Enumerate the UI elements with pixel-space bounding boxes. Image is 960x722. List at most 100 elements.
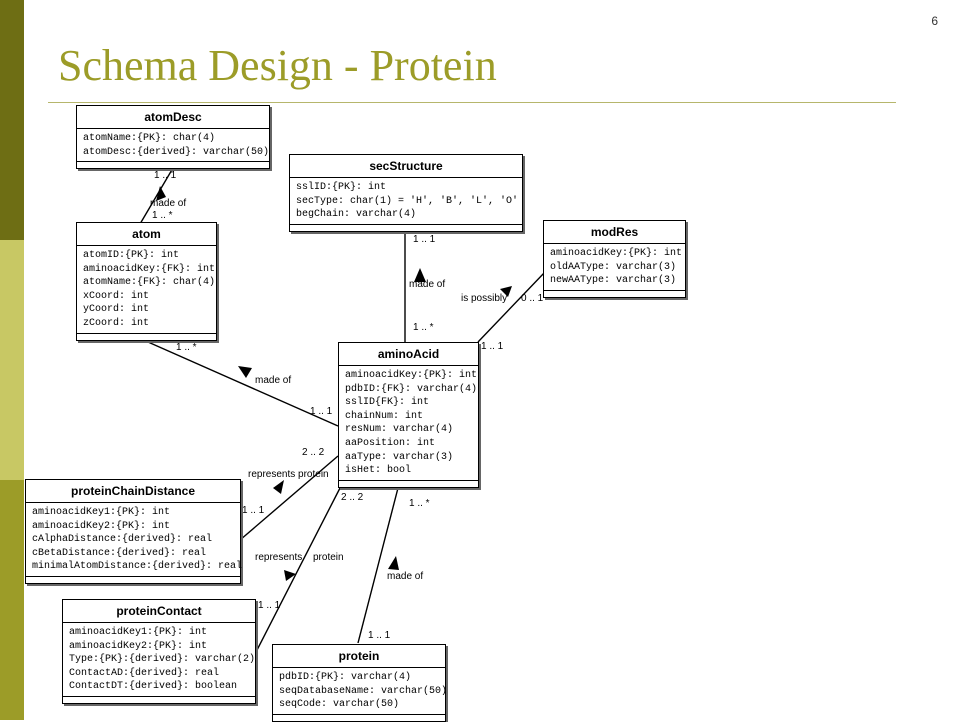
attribute: minimalAtomDistance:{derived}: real (32, 561, 243, 573)
entity-name: atomDesc (77, 106, 269, 129)
attribute: aminoacidKey1:{PK}: int (32, 507, 171, 518)
label-aminoacid-atom-mult: 1 .. 1 (310, 406, 333, 417)
attribute: aaPosition: int (345, 437, 436, 449)
attribute: ContactAD:{derived}: real (69, 667, 220, 679)
decor-bar-light (0, 240, 24, 480)
attribute: aminoacidKey:{FK}: int (83, 263, 216, 275)
attribute: Type:{PK}:{derived}: varchar(2) (69, 654, 256, 666)
arrow-atomdesc-atom (156, 186, 166, 201)
entity-name: aminoAcid (339, 343, 478, 366)
operations-section (544, 291, 685, 297)
operations-section (77, 162, 269, 168)
attribute: atomName:{PK}: char(4) (83, 133, 216, 144)
label-protein-madeof: made of (387, 571, 423, 582)
label-secstructure-mult-top: 1 .. 1 (413, 234, 436, 245)
attribute: sslID:{PK}: int (296, 182, 387, 193)
label-atom-mult: 1 .. * (176, 342, 197, 353)
line-atomdesc-atom (139, 167, 174, 225)
label-secstructure-madeof: made of (409, 279, 445, 290)
arrow-modres (500, 286, 512, 297)
line-aminoacid-proteincontact (255, 487, 341, 653)
entity-name: secStructure (290, 155, 522, 178)
attribute: sslID{FK}: int (345, 397, 430, 409)
decor-bar-olive (0, 480, 24, 720)
attribute: resNum: varchar(4) (345, 424, 454, 436)
label-pc-mult-top: 2 .. 2 (341, 492, 364, 503)
entity-protein: protein pdbID:{PK}: varchar(4) seqDataba… (272, 644, 448, 722)
line-aminoacid-protein (357, 487, 399, 644)
attribute: cAlphaDistance:{derived}: real (32, 534, 213, 546)
label-atomdesc-mult-top: 1 .. 1 (154, 170, 177, 181)
attribute: aminoacidKey1:{PK}: int (69, 627, 208, 638)
attribute-list: atomID:{PK}: int aminoacidKey:{FK}: int … (77, 246, 216, 334)
attribute: secType: char(1) = 'H', 'B', 'L', 'O' (296, 195, 519, 207)
attribute: pdbID:{FK}: varchar(4) (345, 383, 478, 395)
attribute: oldAAType: varchar(3) (550, 261, 677, 273)
attribute: begChain: varchar(4) (296, 209, 417, 221)
attribute: cBetaDistance:{derived}: real (32, 547, 207, 559)
attribute-list: aminoacidKey1:{PK}: int aminoacidKey2:{P… (63, 623, 255, 697)
entity-aminoacid: aminoAcid aminoacidKey:{PK}: int pdbID:{… (338, 342, 479, 488)
attribute: chainNum: int (345, 410, 424, 422)
operations-section (339, 481, 478, 487)
title-divider (48, 102, 896, 103)
label-atom-madeof: made of (255, 375, 291, 386)
attribute: aminoacidKey2:{PK}: int (32, 520, 171, 532)
attribute: aaType: varchar(3) (345, 451, 454, 463)
attribute-list: atomName:{PK}: char(4) atomDesc:{derived… (77, 129, 270, 163)
label-atomdesc-mult-bottom: 1 .. * (152, 210, 173, 221)
entity-name: atom (77, 223, 216, 246)
label-pc-mult-bottom: 1 .. 1 (258, 600, 281, 611)
attribute: seqCode: varchar(50) (279, 699, 400, 711)
attribute-list: aminoacidKey1:{PK}: int aminoacidKey2:{P… (26, 503, 243, 577)
decor-bar-dark (0, 0, 24, 240)
arrow-atom-madeof (238, 366, 252, 378)
entity-secstructure: secStructure sslID:{PK}: int secType: ch… (289, 154, 523, 232)
operations-section (77, 334, 216, 340)
label-pcd-mult-top: 2 .. 2 (302, 447, 325, 458)
attribute-list: sslID:{PK}: int secType: char(1) = 'H', … (290, 178, 522, 225)
label-pc-represents: represents (255, 552, 302, 563)
attribute: aminoacidKey2:{PK}: int (69, 640, 208, 652)
slide-number: 6 (931, 14, 938, 28)
arrow-secstructure (414, 268, 426, 282)
arrow-represents-protein (273, 480, 284, 494)
attribute-list: pdbID:{PK}: varchar(4) seqDatabaseName: … (273, 668, 448, 715)
label-modres-mult-top: 0 .. 1 (521, 293, 544, 304)
line-modres-aminoacid (477, 271, 546, 343)
attribute: pdbID:{PK}: varchar(4) (279, 672, 412, 683)
entity-name: proteinChainDistance (26, 480, 240, 503)
label-secstructure-mult-bottom: 1 .. * (413, 322, 434, 333)
label-protein-mult-top: 1 .. * (409, 498, 430, 509)
slide-title: Schema Design - Protein (58, 41, 497, 90)
operations-section (290, 225, 522, 231)
attribute-list: aminoacidKey:{PK}: int oldAAType: varcha… (544, 244, 685, 291)
line-aminoacid-proteinchaindistance (239, 455, 339, 541)
label-pc-protein: protein (313, 552, 344, 563)
attribute: atomName:{FK}: char(4) (83, 277, 216, 289)
label-modres-mult-bottom: 1 .. 1 (481, 341, 504, 352)
attribute: yCoord: int (83, 304, 150, 316)
label-protein-mult-bottom: 1 .. 1 (368, 630, 391, 641)
operations-section (63, 697, 255, 703)
entity-atom: atom atomID:{PK}: int aminoacidKey:{FK}:… (76, 222, 217, 341)
entity-name: protein (273, 645, 445, 668)
entity-modres: modRes aminoacidKey:{PK}: int oldAAType:… (543, 220, 686, 298)
attribute: atomDesc:{derived}: varchar(50) (83, 146, 270, 158)
operations-section (26, 577, 240, 583)
attribute: isHet: bool (345, 465, 412, 477)
line-atom-aminoacid (147, 341, 339, 427)
entity-name: modRes (544, 221, 685, 244)
attribute: seqDatabaseName: varchar(50) (279, 685, 448, 697)
attribute: aminoacidKey:{PK}: int (345, 370, 478, 381)
label-atomdesc-madeof: made of (150, 198, 186, 209)
label-pcd-represents: represents protein (248, 469, 329, 480)
entity-proteinchaindistance: proteinChainDistance aminoacidKey1:{PK}:… (25, 479, 243, 584)
label-pcd-mult-bottom: 1 .. 1 (242, 505, 265, 516)
attribute-list: aminoacidKey:{PK}: int pdbID:{FK}: varch… (339, 366, 478, 481)
entity-proteincontact: proteinContact aminoacidKey1:{PK}: int a… (62, 599, 256, 704)
attribute: atomID:{PK}: int (83, 250, 180, 261)
attribute: newAAType: varchar(3) (550, 275, 677, 287)
entity-name: proteinContact (63, 600, 255, 623)
